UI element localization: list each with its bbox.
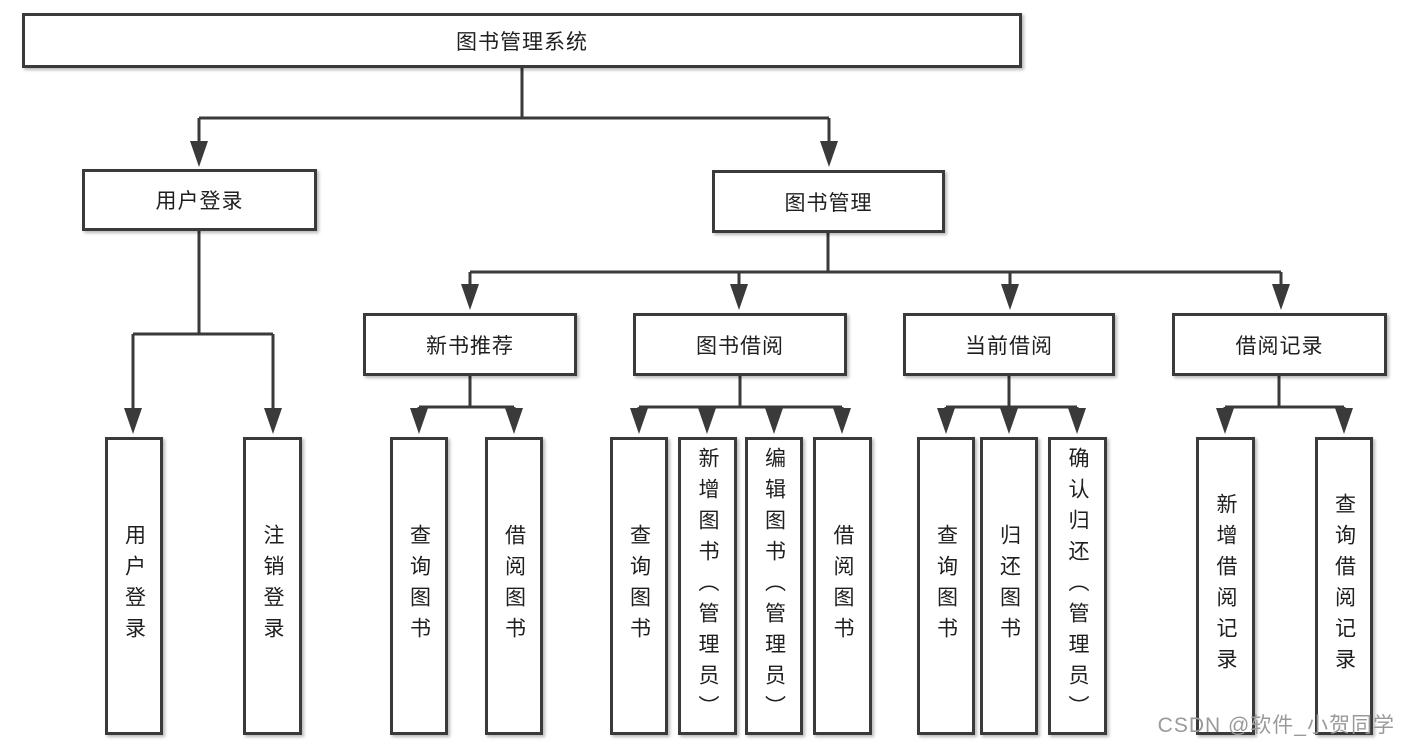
node-leaf-add-borrow-record: 新增借阅记录 <box>1196 437 1255 735</box>
node-new-book-recommend: 新书推荐 <box>363 313 577 376</box>
connector-new-rec-to-leaves <box>417 376 516 412</box>
arrowheads-user-login-to-leaves <box>124 408 282 434</box>
node-leaf-query-borrow-record: 查询借阅记录 <box>1315 437 1373 735</box>
node-root-system: 图书管理系统 <box>22 13 1022 68</box>
node-borrow-records: 借阅记录 <box>1172 313 1387 376</box>
node-leaf-user-login: 用户登录 <box>105 437 163 735</box>
node-leaf-edit-books-admin: 编辑图书（管理员） <box>745 437 803 735</box>
node-leaf-return-books: 归还图书 <box>980 437 1038 735</box>
arrowheads-new-rec-to-leaves <box>410 408 523 434</box>
node-leaf-add-books-admin: 新增图书（管理员） <box>678 437 737 735</box>
connector-book-mgmt-to-level3 <box>468 233 1283 288</box>
node-leaf-query-books-current: 查询图书 <box>917 437 975 735</box>
connector-book-borrow-to-leaves <box>637 376 844 412</box>
connector-records-to-leaves <box>1223 376 1346 412</box>
node-leaf-query-books-rec: 查询图书 <box>390 437 448 735</box>
node-leaf-borrow-books-rec: 借阅图书 <box>485 437 543 735</box>
node-current-borrow: 当前借阅 <box>903 313 1115 376</box>
node-leaf-query-books-borrow: 查询图书 <box>610 437 668 735</box>
arrowheads-current-borrow-to-leaves <box>937 408 1086 434</box>
connector-user-login-to-leaves <box>131 231 275 412</box>
node-leaf-confirm-return-admin: 确认归还（管理员） <box>1048 437 1107 735</box>
node-book-management: 图书管理 <box>712 170 945 233</box>
connector-root-to-level2 <box>197 66 831 146</box>
node-leaf-borrow-books: 借阅图书 <box>813 437 872 735</box>
arrowheads-records-to-leaves <box>1216 408 1353 434</box>
arrowheads-root-to-level2 <box>190 141 838 167</box>
connector-current-borrow-to-leaves <box>944 376 1079 412</box>
node-leaf-logout: 注销登录 <box>243 437 302 735</box>
node-user-login: 用户登录 <box>82 169 317 231</box>
watermark: CSDN @软件_小贺同学 <box>1157 714 1395 737</box>
arrowheads-book-borrow-to-leaves <box>630 408 851 434</box>
node-book-borrow: 图书借阅 <box>633 313 847 376</box>
arrowheads-book-mgmt-to-level3 <box>461 284 1290 310</box>
